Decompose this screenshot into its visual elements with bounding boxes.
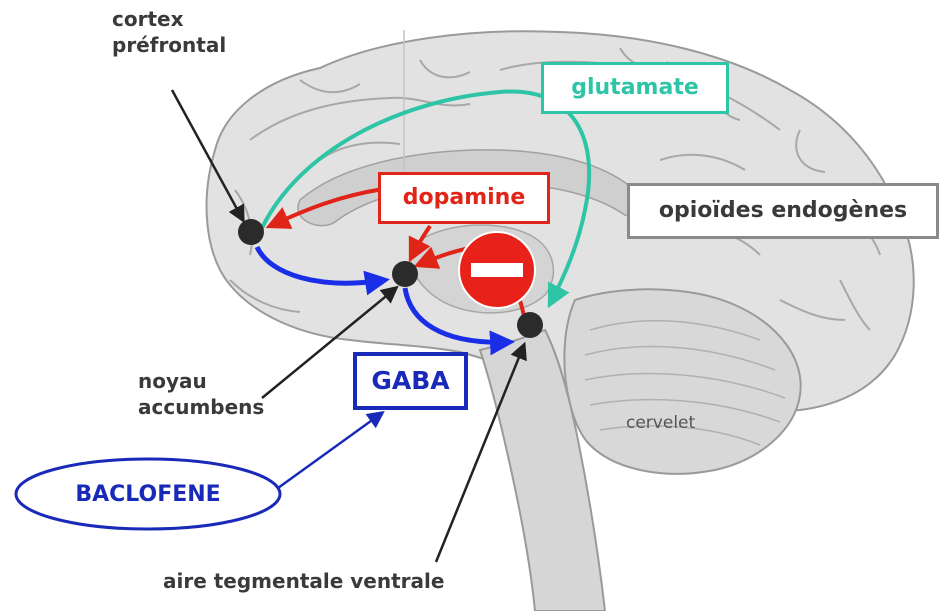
vta-node [517,312,543,338]
baclofene-arrow [278,413,382,488]
accumbens-label: noyau accumbens [138,368,264,420]
baclofene-label: BACLOFENE [40,480,256,510]
cortex-label: cortex préfrontal [112,6,226,58]
brain-illustration [207,30,914,611]
accumbens-label-line1: noyau [138,368,264,394]
cortex-prefrontal-node [238,219,264,245]
gaba-box: GABA [353,352,468,410]
accumbens-label-line2: accumbens [138,394,264,420]
cerebellum-label: cervelet [626,410,695,436]
cortex-label-line1: cortex [112,6,226,32]
opioids-box: opioïdes endogènes [627,183,939,239]
glutamate-box: glutamate [541,62,729,114]
nucleus-accumbens-node [392,261,418,287]
no-entry-sign-icon [459,232,535,308]
dopamine-box: dopamine [378,172,550,224]
vta-label: aire tegmentale ventrale [163,568,444,594]
cortex-label-line2: préfrontal [112,32,226,58]
